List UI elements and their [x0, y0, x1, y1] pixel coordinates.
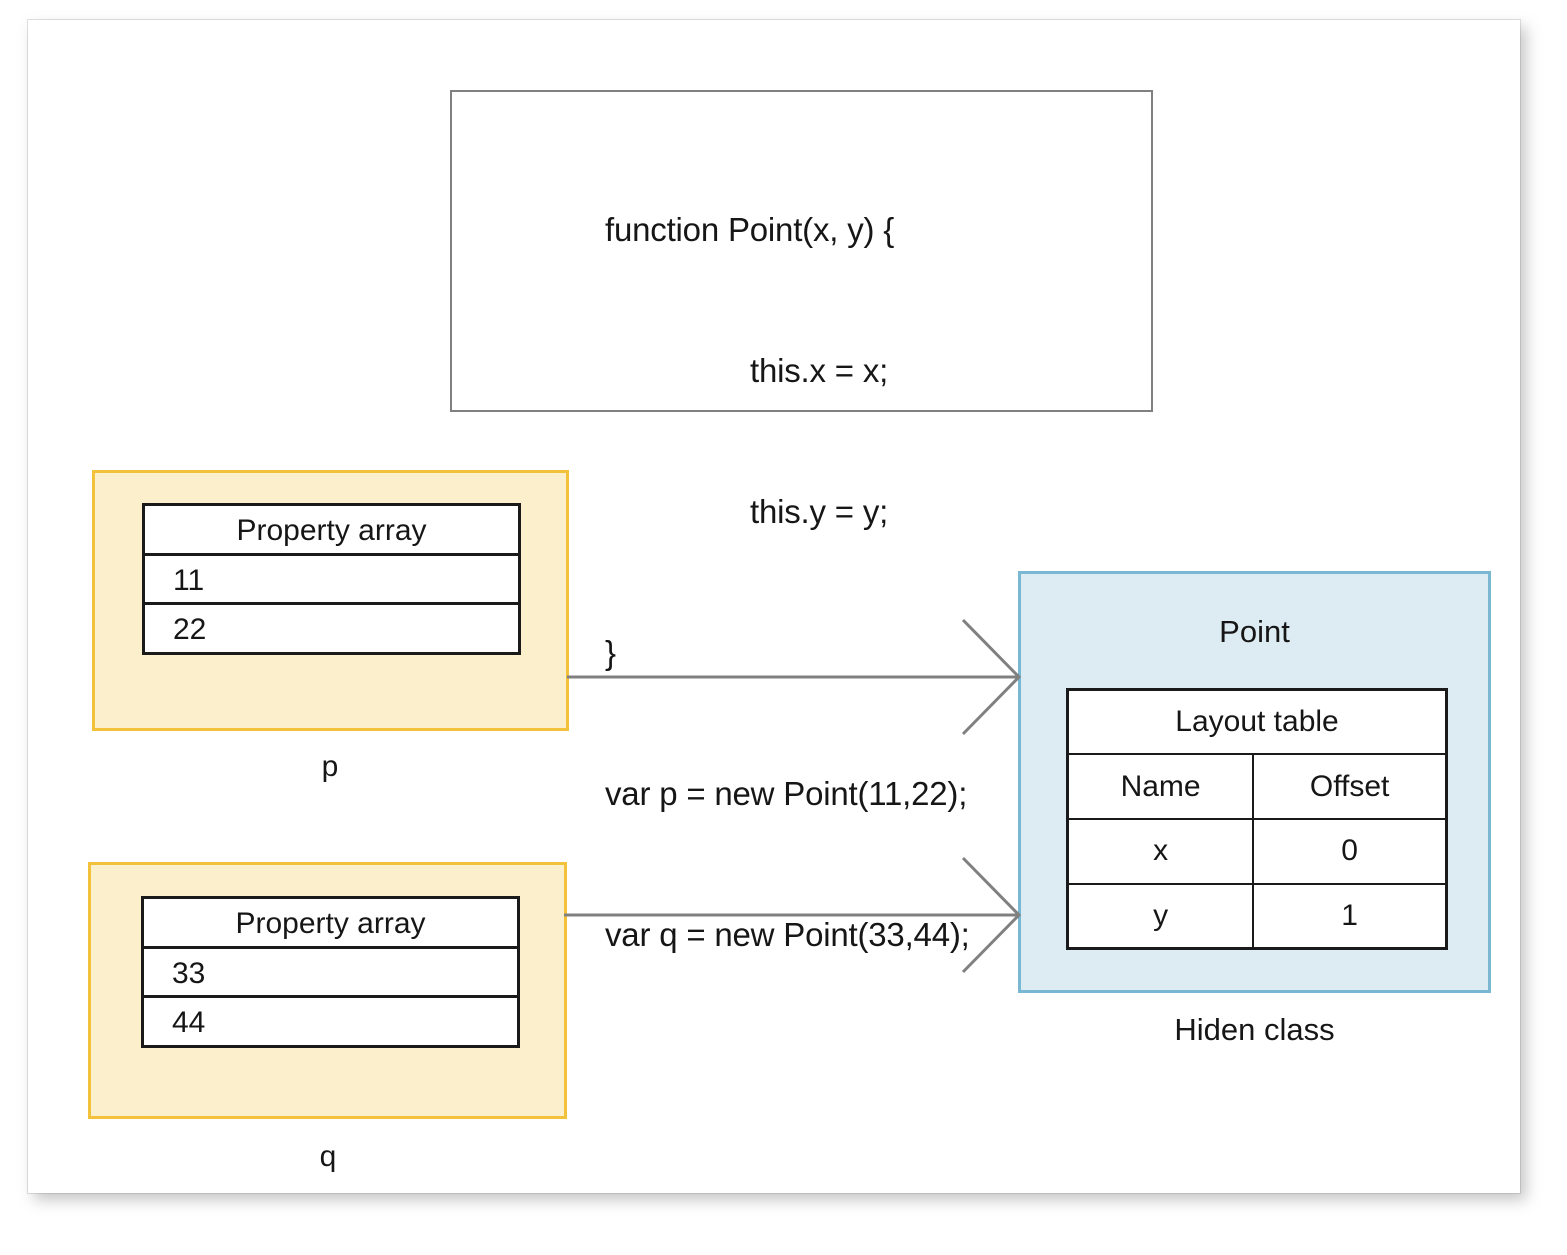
layout-table-title: Layout table: [1066, 689, 1448, 756]
layout-table-title-row: Layout table: [1066, 689, 1448, 756]
property-array-table-q: Property array 33 44: [141, 896, 520, 1048]
object-box-q: Property array 33 44: [88, 862, 567, 1119]
layout-table-cell-offset: 0: [1252, 818, 1448, 885]
hidden-class-caption: Hiden class: [1174, 1012, 1335, 1047]
property-array-cell: 11: [145, 556, 518, 605]
code-line: var p = new Point(11,22);: [605, 775, 968, 812]
hidden-class-box: Point Layout table Name Offset x 0 y 1: [1018, 571, 1491, 993]
code-line: var q = new Point(33,44);: [605, 916, 970, 953]
layout-table-column-name: Name: [1066, 753, 1255, 820]
object-caption-q: q: [319, 1140, 337, 1173]
code-line: }: [605, 634, 616, 671]
property-array-header: Property array: [145, 506, 518, 556]
code-line: this.x = x;: [750, 352, 889, 389]
property-array-cell: 22: [173, 613, 207, 646]
property-array-table-p: Property array 11 22: [142, 503, 521, 655]
object-caption-p: p: [321, 750, 339, 783]
code-snippet-text: function Point(x, y) { this.x = x; this.…: [605, 112, 970, 1052]
page-card: function Point(x, y) { this.x = x; this.…: [28, 20, 1520, 1193]
code-line: this.y = y;: [750, 493, 889, 530]
layout-table-cell-offset: 1: [1252, 882, 1448, 950]
layout-table-row: x 0: [1066, 818, 1448, 885]
layout-table: Layout table Name Offset x 0 y 1: [1066, 688, 1448, 950]
layout-table-column-offset: Offset: [1252, 753, 1448, 820]
property-array-cell: 44: [172, 1006, 206, 1039]
layout-table-row: y 1: [1066, 882, 1448, 950]
property-array-header: Property array: [144, 899, 517, 949]
layout-table-cell-name: x: [1066, 818, 1255, 885]
object-box-p: Property array 11 22: [92, 470, 569, 731]
layout-table-cell-name: y: [1066, 882, 1255, 950]
property-array-cell: 33: [144, 949, 517, 998]
code-snippet-box: function Point(x, y) { this.x = x; this.…: [450, 90, 1153, 953]
arrow-p-to-hidden-class: [567, 618, 1022, 736]
arrow-q-to-hidden-class: [564, 856, 1022, 974]
hidden-class-title: Point: [1219, 614, 1290, 649]
layout-table-header-row: Name Offset: [1066, 753, 1448, 820]
code-line: function Point(x, y) {: [605, 211, 895, 248]
